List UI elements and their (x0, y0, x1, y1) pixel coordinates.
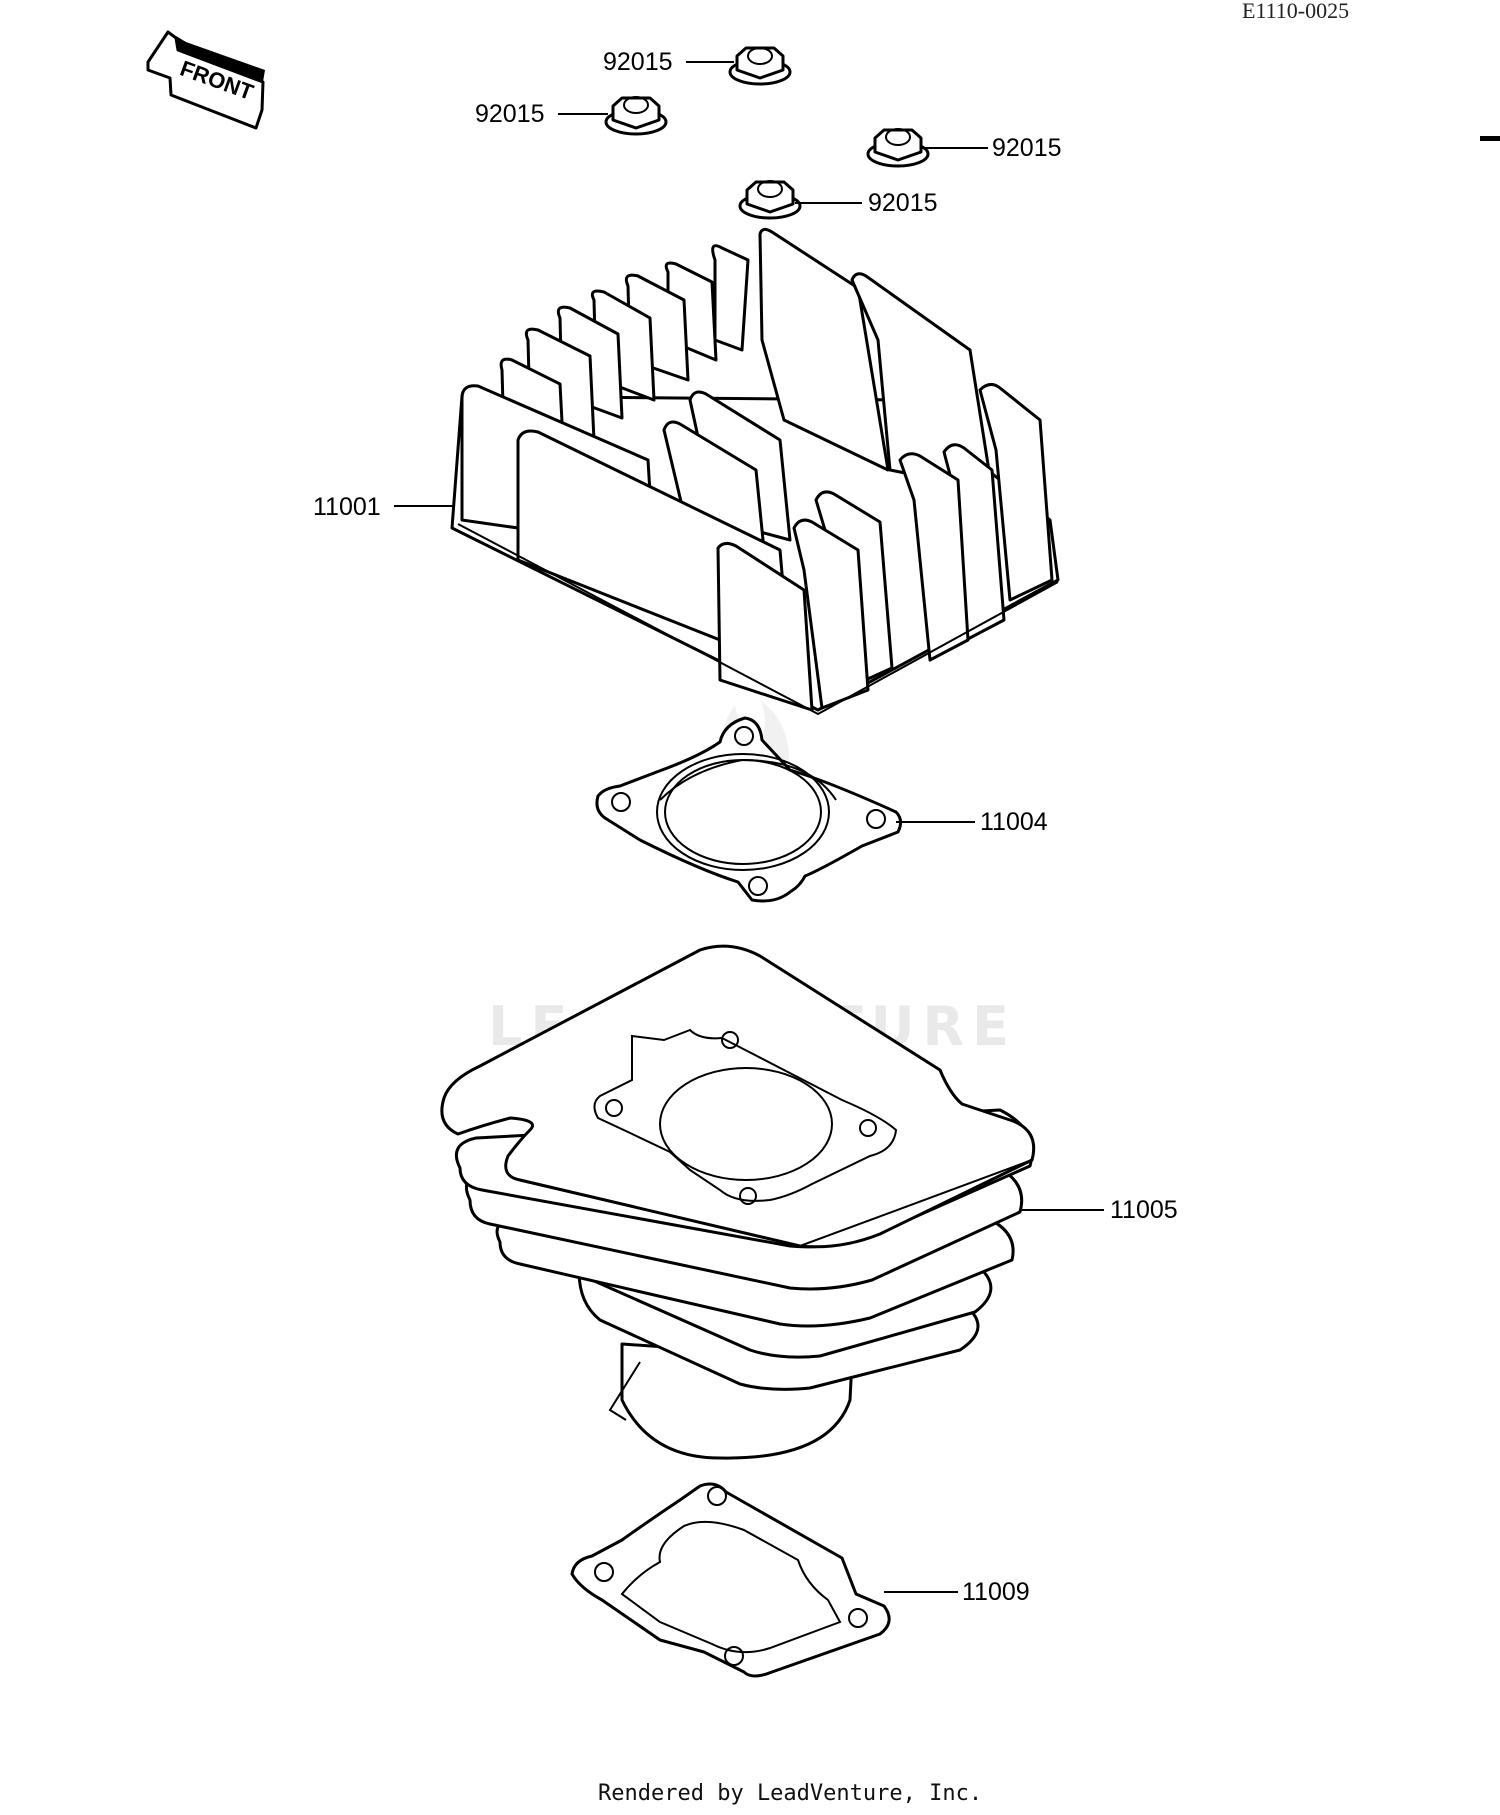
cylinder-icon[interactable] (440, 944, 1036, 1460)
part-number-cylinder: 11005 (1110, 1196, 1178, 1224)
part-number-nut-3: 92015 (992, 134, 1062, 162)
flange-nut-icon[interactable] (738, 180, 802, 220)
footer-credit: Rendered by LeadVenture, Inc. (598, 1781, 982, 1806)
head-gasket-icon[interactable] (595, 716, 903, 903)
part-number-nut-2: 92015 (475, 100, 545, 128)
part-number-nut-1: 92015 (603, 48, 673, 76)
part-number-base-gasket: 11009 (962, 1578, 1030, 1606)
part-number-nut-4: 92015 (868, 189, 938, 217)
cylinder-head-icon[interactable] (450, 227, 1060, 716)
front-arrow-icon: FRONT (146, 30, 265, 130)
edge-mark (1480, 136, 1500, 141)
base-gasket-icon[interactable] (570, 1482, 891, 1678)
diagram-code: E1110-0025 (1242, 0, 1349, 23)
flange-nut-icon[interactable] (866, 128, 930, 168)
part-number-head: 11001 (313, 493, 381, 521)
part-number-head-gasket: 11004 (980, 808, 1048, 836)
flange-nut-icon[interactable] (604, 96, 668, 136)
flange-nut-icon[interactable] (728, 46, 792, 86)
